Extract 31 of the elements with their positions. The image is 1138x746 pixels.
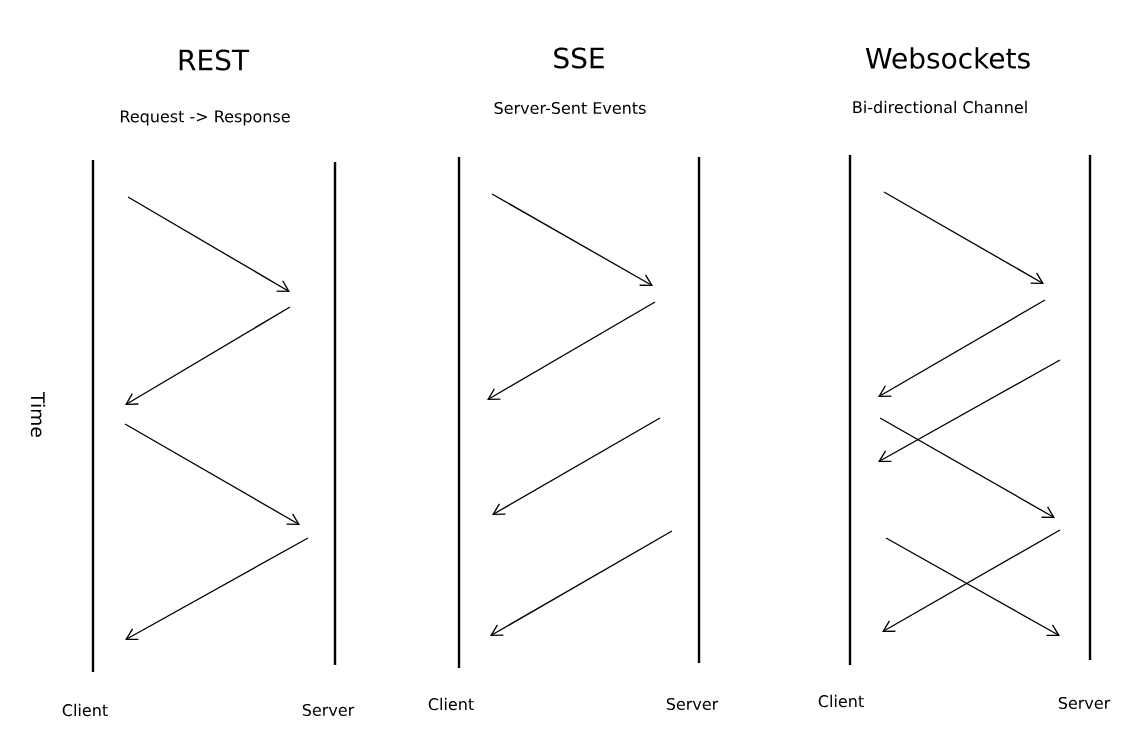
panel-title: REST (179, 49, 250, 71)
panel-subtitle: Request -> Response (121, 110, 290, 126)
lifeline (1088, 154, 1092, 661)
lifeline-label: Server (1058, 696, 1111, 710)
arrow (490, 530, 673, 636)
lifeline (697, 157, 701, 663)
arrow (487, 301, 656, 400)
arrow (879, 417, 1055, 518)
arrow (878, 299, 1046, 397)
arrow (491, 193, 653, 286)
arrow (125, 537, 309, 641)
lifeline-label: Server (666, 697, 719, 711)
panel-subtitle: Bi-directional Channel (853, 100, 1027, 114)
lifeline (333, 162, 337, 665)
lifeline-label: Client (428, 697, 474, 711)
lifeline (91, 160, 95, 672)
arrow (878, 359, 1061, 462)
axis-label: Time (30, 392, 46, 437)
arrow (883, 191, 1044, 284)
lifeline (848, 155, 852, 665)
lifeline-label: Server (302, 703, 355, 717)
arrow (125, 306, 291, 405)
lifeline-label: Client (62, 703, 108, 717)
arrow (124, 423, 300, 525)
panel-subtitle: Server-Sent Events (494, 101, 646, 115)
arrow (127, 196, 290, 292)
panel-title: SSE (554, 47, 604, 69)
lifeline-label: Client (818, 694, 864, 708)
arrow (492, 417, 661, 515)
panel-title: Websockets (865, 47, 1030, 69)
lifeline (457, 157, 461, 668)
